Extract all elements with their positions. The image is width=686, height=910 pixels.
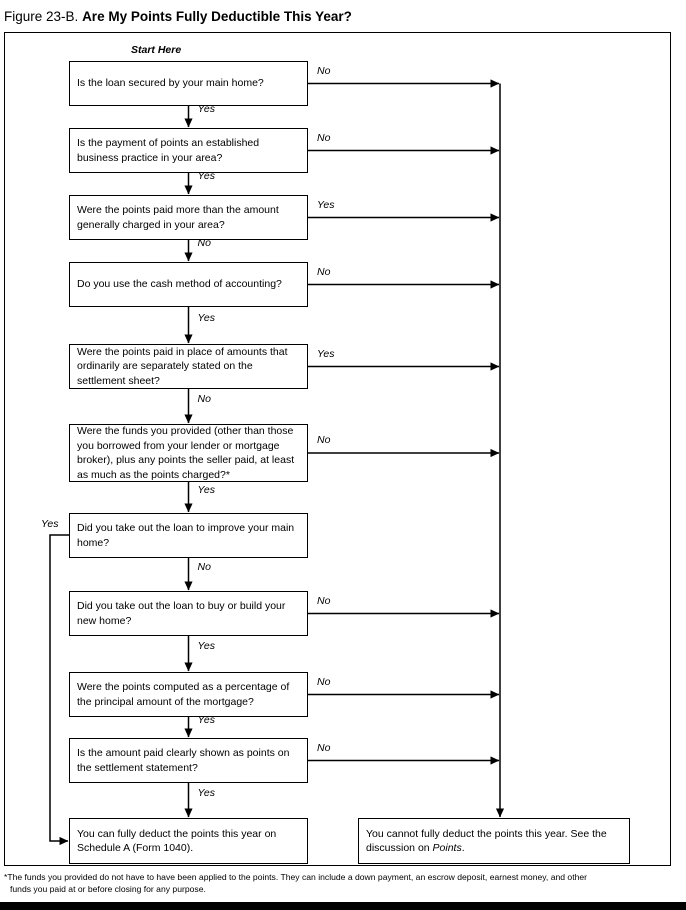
flow-node-q4: Do you use the cash method of accounting… [69, 262, 308, 307]
flow-node-q2: Is the payment of points an established … [69, 128, 308, 173]
edge-label-q6-side: No [317, 434, 331, 446]
flow-node-q1: Is the loan secured by your main home? [69, 61, 308, 106]
edge-label-q10-down: Yes [197, 786, 216, 799]
flow-node-q9: Were the points computed as a percentage… [69, 672, 308, 717]
flow-node-text: Is the loan secured by your main home? [77, 77, 264, 90]
flow-node-text: Do you use the cash method of accounting… [77, 278, 282, 291]
edge-label-q5-down: No [197, 392, 211, 405]
flow-node-text: Is the payment of points an established … [77, 137, 260, 164]
flow-node-q8: Did you take out the loan to buy or buil… [69, 591, 308, 636]
footnote: *The funds you provided do not have to h… [4, 872, 676, 895]
flow-node-text: Were the points paid in place of amounts… [77, 345, 288, 387]
flow-node-q7: Did you take out the loan to improve you… [69, 513, 308, 558]
edge-label-q2-down: Yes [197, 170, 216, 182]
flow-node-end-yes: You can fully deduct the points this yea… [69, 818, 308, 864]
edge-label-q7-side: Yes [41, 518, 59, 530]
figure-number: Figure 23-B. [4, 9, 79, 24]
start-here-label: Start Here [131, 44, 182, 56]
edge-label-q4-side: No [317, 265, 331, 278]
flow-node-text: Did you take out the loan to improve you… [77, 522, 295, 549]
edge-label-q3-down: No [197, 237, 211, 249]
edge-label-q1-side: No [317, 64, 331, 77]
edge-label-q9-side: No [317, 675, 331, 688]
flow-node-text: Were the points computed as a percentage… [77, 681, 290, 708]
edge-label-q3-side: Yes [317, 198, 335, 211]
edge-label-q7-down: No [197, 560, 211, 573]
edge-label-q4-down: Yes [197, 311, 216, 324]
flow-node-text: You cannot fully deduct the points this … [366, 827, 607, 855]
page-title: Figure 23-B. Are My Points Fully Deducti… [4, 9, 664, 25]
footnote-line-2: funds you paid at or before closing for … [10, 883, 206, 894]
flow-node-text: Is the amount paid clearly shown as poin… [77, 747, 290, 774]
edge-label-q5-side: Yes [317, 347, 335, 360]
figure-name: Are My Points Fully Deductible This Year… [82, 9, 352, 24]
edge-label-q8-side: No [317, 594, 331, 607]
flow-node-q10: Is the amount paid clearly shown as poin… [69, 738, 308, 783]
edge-label-q1-down: Yes [197, 103, 216, 115]
edge-label-q2-side: No [317, 131, 331, 144]
flow-node-q5: Were the points paid in place of amounts… [69, 344, 308, 389]
flow-node-end-no: You cannot fully deduct the points this … [358, 818, 630, 864]
flow-node-q6: Were the funds you provided (other than … [69, 424, 308, 482]
flow-node-text: You can fully deduct the points this yea… [77, 827, 277, 855]
edge-label-q8-down: Yes [197, 640, 216, 652]
flow-node-q3: Were the points paid more than the amoun… [69, 195, 308, 240]
flow-node-text: Were the funds you provided (other than … [77, 425, 295, 481]
bottom-rule [0, 902, 686, 910]
edge-label-q6-down: Yes [197, 483, 216, 496]
footnote-line-1: *The funds you provided do not have to h… [4, 872, 588, 882]
edge-label-q10-side: No [317, 741, 331, 754]
flow-node-text: Were the points paid more than the amoun… [77, 204, 279, 231]
flow-node-text: Did you take out the loan to buy or buil… [77, 600, 286, 627]
